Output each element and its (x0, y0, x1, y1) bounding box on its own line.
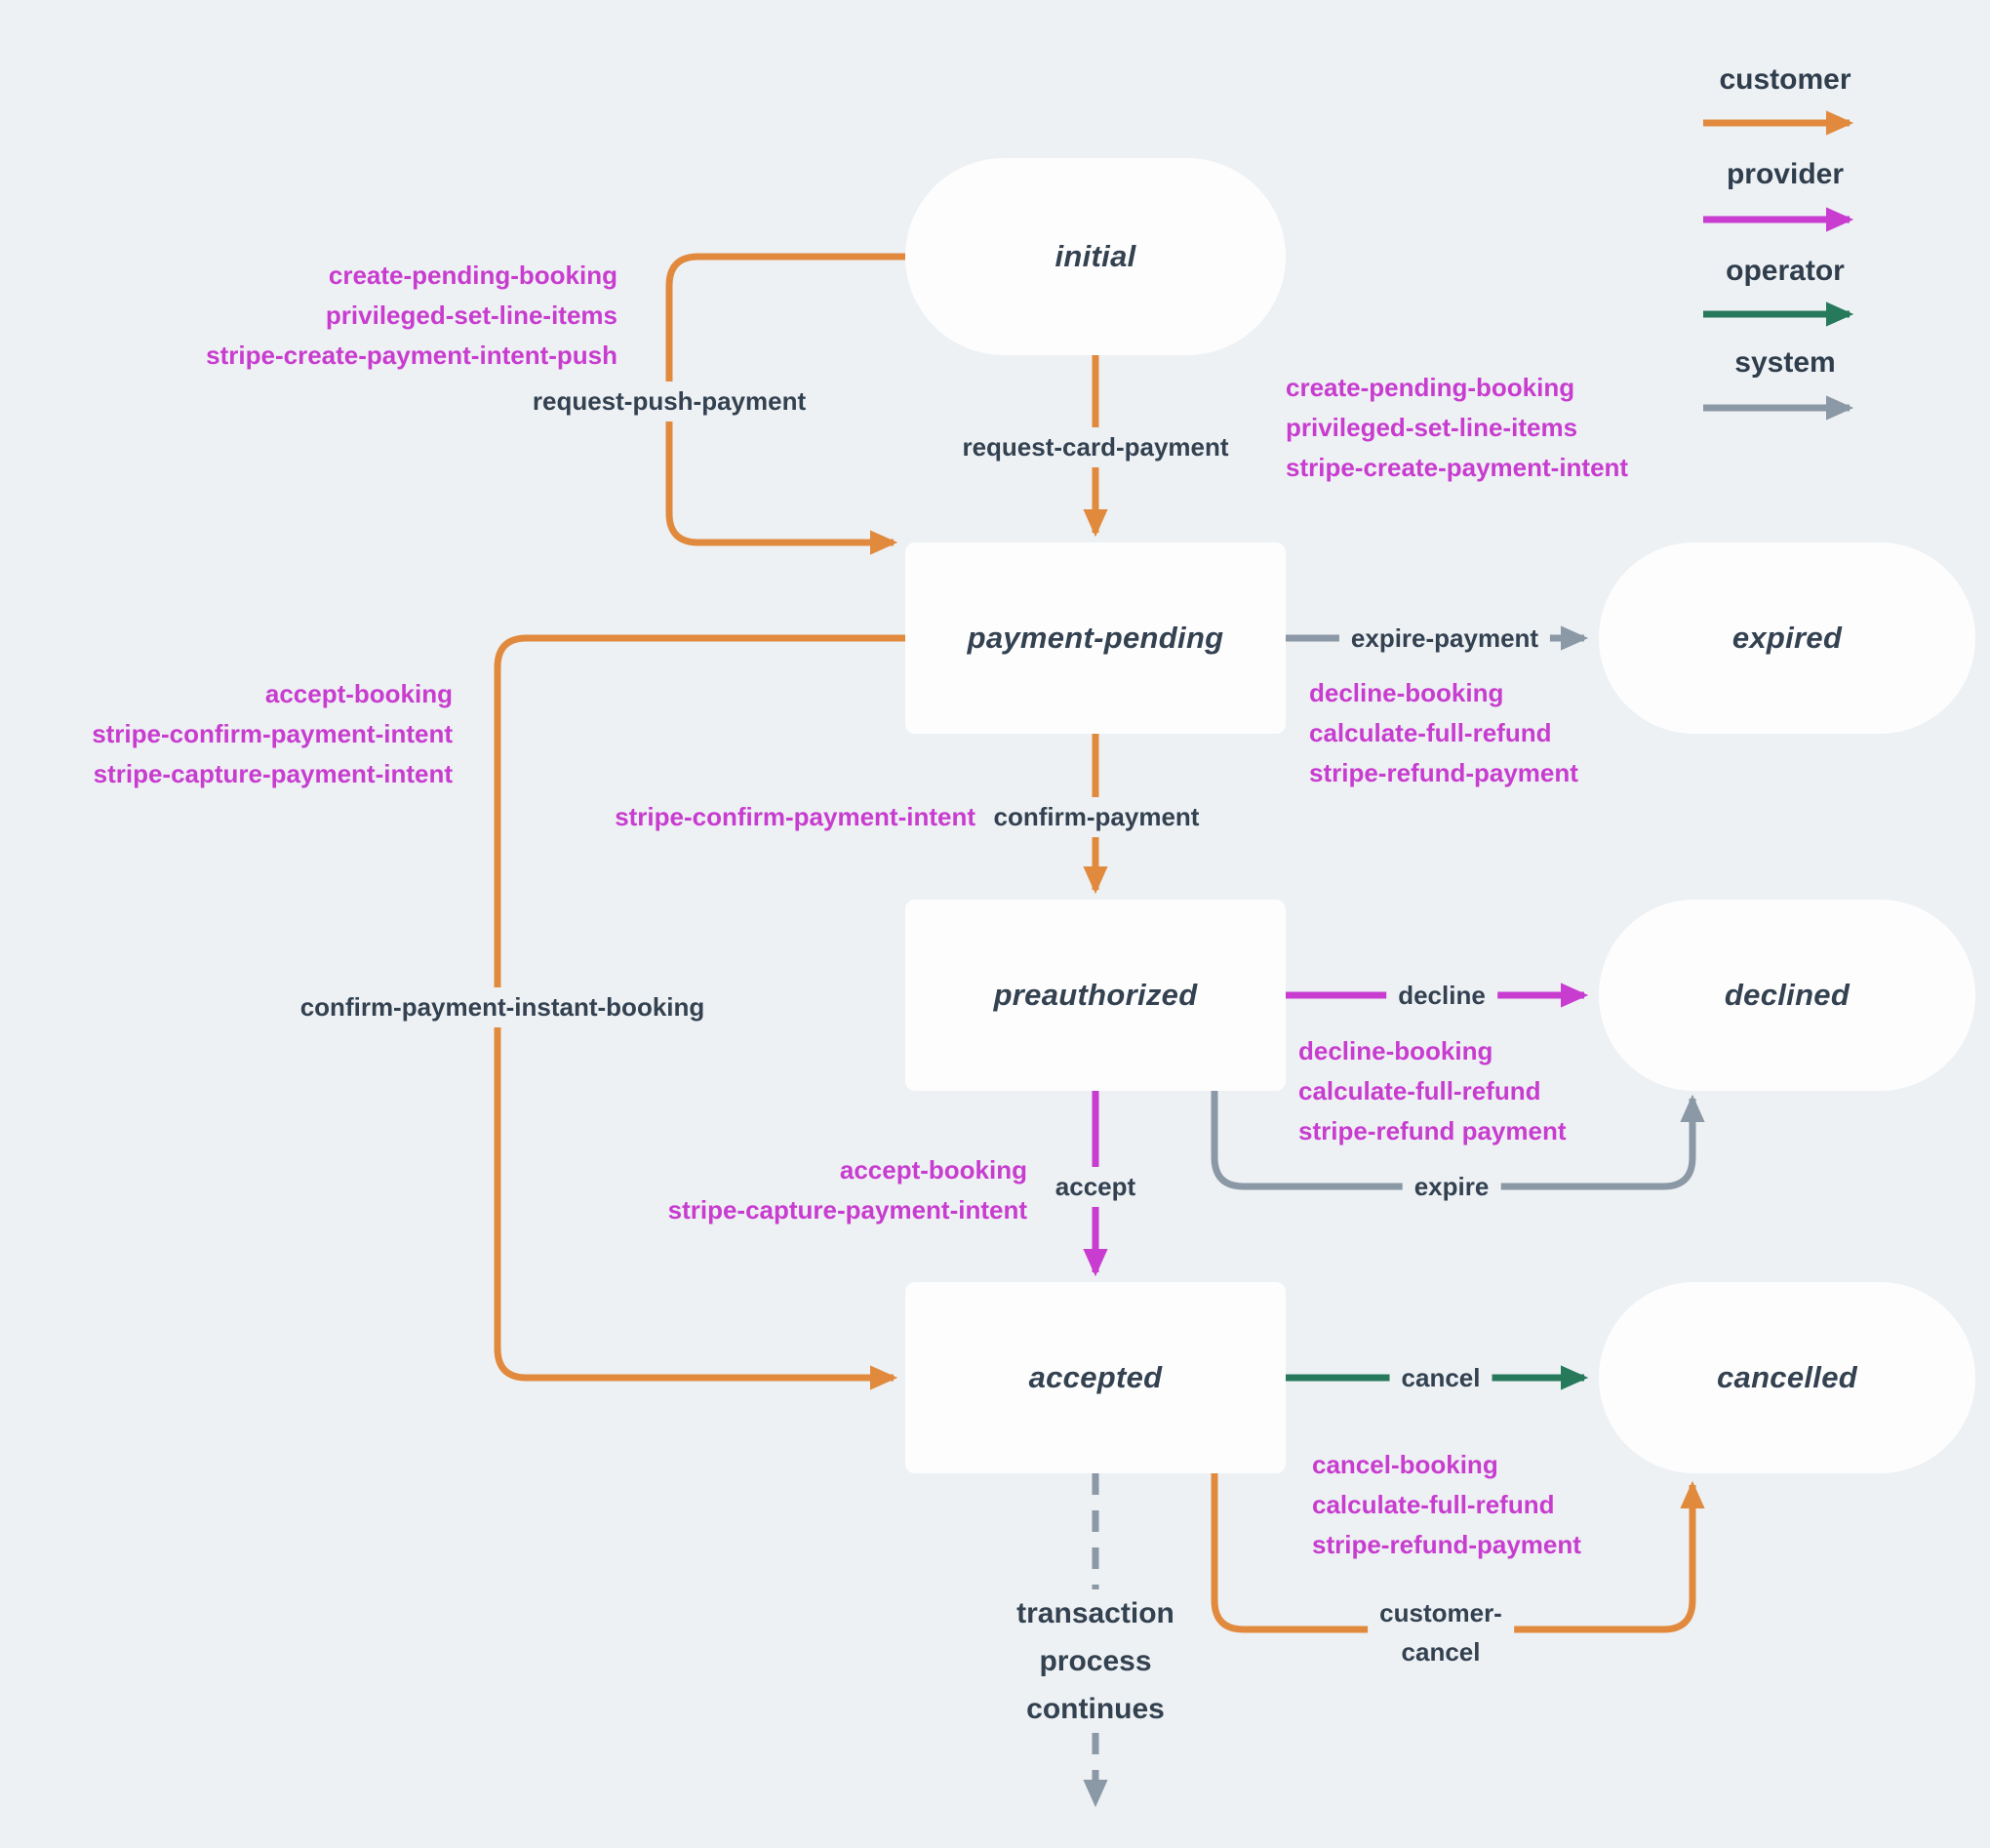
state-payment-pending: payment-pending (905, 542, 1286, 734)
state-expired-label: expired (1731, 621, 1843, 655)
state-expired: expired (1599, 542, 1975, 734)
transition-request-card-payment: request-card-payment (950, 427, 1241, 467)
action-label: calculate-full-refund (1298, 1076, 1541, 1105)
confirm-payment-actions: stripe-confirm-payment-intent (546, 797, 975, 837)
state-payment-pending-label: payment-pending (967, 621, 1224, 655)
action-label: privileged-set-line-items (1286, 413, 1578, 442)
transaction-continues-note: transaction process continues (1005, 1589, 1186, 1733)
state-cancelled-label: cancelled (1716, 1360, 1857, 1394)
transition-customer-cancel-line2: cancel (1401, 1637, 1481, 1667)
state-initial: initial (905, 158, 1286, 355)
legend-provider-label: provider (1726, 158, 1845, 190)
state-declined: declined (1599, 900, 1975, 1091)
transition-expire: expire (1402, 1167, 1501, 1207)
transition-confirm-payment: confirm-payment (981, 797, 1212, 837)
action-label: stripe-confirm-payment-intent (92, 719, 453, 748)
expire-payment-actions: decline-booking calculate-full-refund st… (1309, 673, 1578, 793)
action-label: calculate-full-refund (1312, 1490, 1555, 1519)
state-accepted: accepted (905, 1282, 1286, 1473)
transition-customer-cancel-line1: customer- (1379, 1598, 1502, 1627)
legend-system-label: system (1734, 346, 1836, 379)
accept-actions: accept-booking stripe-capture-payment-in… (598, 1150, 1027, 1230)
transition-cancel: cancel (1389, 1358, 1492, 1398)
action-label: stripe-refund-payment (1312, 1530, 1581, 1559)
action-label: stripe-confirm-payment-intent (615, 802, 975, 831)
action-label: accept-booking (264, 679, 453, 708)
transaction-continues-line1: transaction (1016, 1597, 1174, 1629)
card-payment-actions: create-pending-booking privileged-set-li… (1286, 368, 1628, 488)
transition-customer-cancel: customer- cancel (1368, 1593, 1514, 1671)
transition-request-push-payment: request-push-payment (520, 382, 818, 422)
action-label: cancel-booking (1312, 1450, 1498, 1479)
push-payment-actions: create-pending-booking privileged-set-li… (137, 256, 617, 376)
action-label: stripe-capture-payment-intent (93, 759, 453, 788)
transition-confirm-payment-instant-booking: confirm-payment-instant-booking (288, 987, 717, 1027)
action-label: decline-booking (1298, 1036, 1493, 1065)
action-label: stripe-capture-payment-intent (667, 1195, 1027, 1225)
action-label: stripe-refund payment (1298, 1116, 1567, 1145)
action-label: privileged-set-line-items (325, 301, 617, 330)
state-preauthorized: preauthorized (905, 900, 1286, 1091)
transition-expire-payment: expire-payment (1338, 619, 1551, 659)
action-label: calculate-full-refund (1309, 718, 1552, 747)
instant-booking-actions: accept-booking stripe-confirm-payment-in… (23, 674, 453, 794)
action-label: stripe-create-payment-intent-push (206, 341, 617, 370)
state-accepted-label: accepted (1028, 1360, 1163, 1394)
transaction-continues-line2: process (1039, 1645, 1152, 1677)
action-label: stripe-refund-payment (1309, 758, 1578, 787)
state-preauthorized-label: preauthorized (993, 978, 1198, 1012)
decline-actions: decline-booking calculate-full-refund st… (1298, 1031, 1567, 1151)
state-declined-label: declined (1724, 978, 1851, 1012)
action-label: create-pending-booking (328, 261, 617, 290)
legend-customer-label: customer (1719, 63, 1851, 96)
transition-decline: decline (1386, 976, 1497, 1016)
action-label: create-pending-booking (1286, 373, 1575, 402)
action-label: stripe-create-payment-intent (1286, 453, 1629, 482)
transaction-continues-line3: continues (1026, 1693, 1165, 1725)
state-initial-label: initial (1055, 239, 1136, 273)
state-cancelled: cancelled (1599, 1282, 1975, 1473)
legend-operator-label: operator (1726, 255, 1845, 287)
cancel-actions: cancel-booking calculate-full-refund str… (1312, 1445, 1581, 1565)
transition-accept: accept (1043, 1167, 1148, 1207)
action-label: accept-booking (839, 1155, 1027, 1185)
action-label: decline-booking (1309, 678, 1504, 707)
